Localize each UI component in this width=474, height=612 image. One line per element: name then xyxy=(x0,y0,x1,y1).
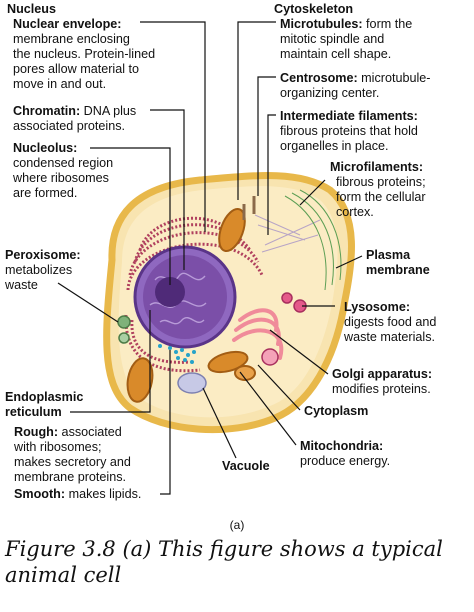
mitochondria-name: Mitochondria: xyxy=(300,439,384,453)
cytoskeleton-title: Cytoskeleton xyxy=(274,2,354,16)
vacuole-shape xyxy=(177,372,207,394)
label-chromatin: Chromatin: DNA plus associated proteins. xyxy=(13,104,136,134)
label-nucleolus: Nucleolus: condensed region where riboso… xyxy=(13,141,113,201)
lysosome-shapes xyxy=(261,292,307,366)
plasma-membrane-name-2: membrane xyxy=(366,263,430,277)
mitochondria-shapes xyxy=(126,207,256,403)
microfilaments-desc-2: form the cellular xyxy=(336,190,426,204)
nucleolus-shape xyxy=(155,277,185,307)
nucleolus-desc-1: condensed region xyxy=(13,156,114,170)
vacuole-name: Vacuole xyxy=(222,459,270,473)
nuclear-envelope-desc-3: pores allow material to xyxy=(13,62,139,76)
cytoplasm-name: Cytoplasm xyxy=(304,404,369,418)
rough-er-desc-inline: associated xyxy=(58,425,122,439)
label-microfilaments: Microfilaments: fibrous proteins; form t… xyxy=(330,160,426,220)
rough-er-name: Rough: xyxy=(14,425,59,439)
label-centrosome: Centrosome: microtubule- organizing cent… xyxy=(280,71,430,101)
er-name-2: reticulum xyxy=(5,405,62,419)
panel-label: (a) xyxy=(229,518,245,532)
golgi-desc-1: modifies proteins. xyxy=(332,382,431,396)
nucleolus-name: Nucleolus: xyxy=(13,141,78,155)
label-microtubules: Microtubules: form the mitotic spindle a… xyxy=(280,17,412,62)
chromatin-desc-inline: DNA plus xyxy=(80,104,137,118)
mitochondria-desc-1: produce energy. xyxy=(300,454,391,468)
centrosome-name: Centrosome: xyxy=(280,71,358,85)
cytoskeleton-shapes xyxy=(254,214,321,253)
rough-er-desc-2: makes secretory and xyxy=(14,455,131,469)
label-cytoskeleton: Cytoskeleton xyxy=(274,2,353,17)
label-plasma-membrane: Plasma membrane xyxy=(366,248,430,278)
lysosome-desc-1: digests food and xyxy=(344,315,437,329)
smooth-er-name: Smooth: xyxy=(14,487,66,501)
nuclear-envelope-desc-1: membrane enclosing xyxy=(13,32,130,46)
intermediate-filaments-desc-2: organelles in place. xyxy=(280,139,389,153)
smooth-er-desc-inline: makes lipids. xyxy=(65,487,142,501)
microtubules-name: Microtubules: xyxy=(280,17,363,31)
label-lysosome: Lysosome: digests food and waste materia… xyxy=(344,300,436,345)
centrosome-desc-inline: microtubule- xyxy=(357,71,431,85)
label-mitochondria: Mitochondria: produce energy. xyxy=(300,439,390,469)
label-cytoplasm: Cytoplasm xyxy=(304,404,368,419)
lysosome-desc-2: waste materials. xyxy=(344,330,435,344)
label-smooth-er: Smooth: makes lipids. xyxy=(14,487,141,502)
microfilaments-desc-1: fibrous proteins; xyxy=(336,175,426,189)
microtubules-desc-1: mitotic spindle and xyxy=(280,32,385,46)
intermediate-filaments-desc-1: fibrous proteins that hold xyxy=(280,124,418,138)
label-nuclear-envelope: Nuclear envelope: membrane enclosing the… xyxy=(13,17,155,92)
microtubules-desc-2: maintain cell shape. xyxy=(280,47,392,61)
smooth-er-shape xyxy=(158,344,196,364)
golgi-name: Golgi apparatus: xyxy=(332,367,433,381)
peroxisome-desc-1: metabolizes xyxy=(5,263,73,277)
centrosome-desc-1: organizing center. xyxy=(280,86,380,100)
nuclear-envelope-desc-2: the nucleus. Protein-lined xyxy=(13,47,156,61)
centrosome-shape xyxy=(242,196,256,220)
label-nucleus: Nucleus xyxy=(7,2,56,17)
plasma-membrane-name-1: Plasma xyxy=(366,248,411,262)
nuclear-envelope-name: Nuclear envelope: xyxy=(13,17,122,31)
peroxisome-shapes xyxy=(117,315,131,344)
nucleolus-desc-2: where ribosomes xyxy=(13,171,109,185)
nuclear-envelope-desc-4: move in and out. xyxy=(13,77,107,91)
label-intermediate-filaments: Intermediate filaments: fibrous proteins… xyxy=(280,109,418,154)
chromatin-desc-1: associated proteins. xyxy=(13,119,126,133)
nucleus-title: Nucleus xyxy=(7,2,56,16)
nucleolus-desc-3: are formed. xyxy=(13,186,78,200)
rough-er-desc-3: membrane proteins. xyxy=(14,470,126,484)
peroxisome-name: Peroxisome: xyxy=(5,248,81,262)
lysosome-name: Lysosome: xyxy=(344,300,411,314)
label-vacuole: Vacuole xyxy=(222,459,270,474)
figure-caption: Figure 3.8 (a) This figure shows a typic… xyxy=(5,537,443,587)
label-rough-er: Rough: associated with ribosomes; makes … xyxy=(14,425,131,485)
nucleus-interior xyxy=(143,255,227,339)
er-name-1: Endoplasmic xyxy=(5,390,84,404)
leader-lines xyxy=(57,21,363,495)
chromatin-name: Chromatin: xyxy=(13,104,81,118)
rough-er-desc-1: with ribosomes; xyxy=(14,440,102,454)
microtubules-desc-inline: form the xyxy=(362,17,413,31)
label-golgi: Golgi apparatus: modifies proteins. xyxy=(332,367,432,397)
intermediate-filaments-name: Intermediate filaments: xyxy=(280,109,418,123)
label-endoplasmic-reticulum: Endoplasmic reticulum xyxy=(5,390,83,420)
microfilaments-desc-3: cortex. xyxy=(336,205,374,219)
peroxisome-desc-2: waste xyxy=(5,278,38,292)
microfilaments-name: Microfilaments: xyxy=(330,160,424,174)
label-peroxisome: Peroxisome: metabolizes waste xyxy=(5,248,81,293)
